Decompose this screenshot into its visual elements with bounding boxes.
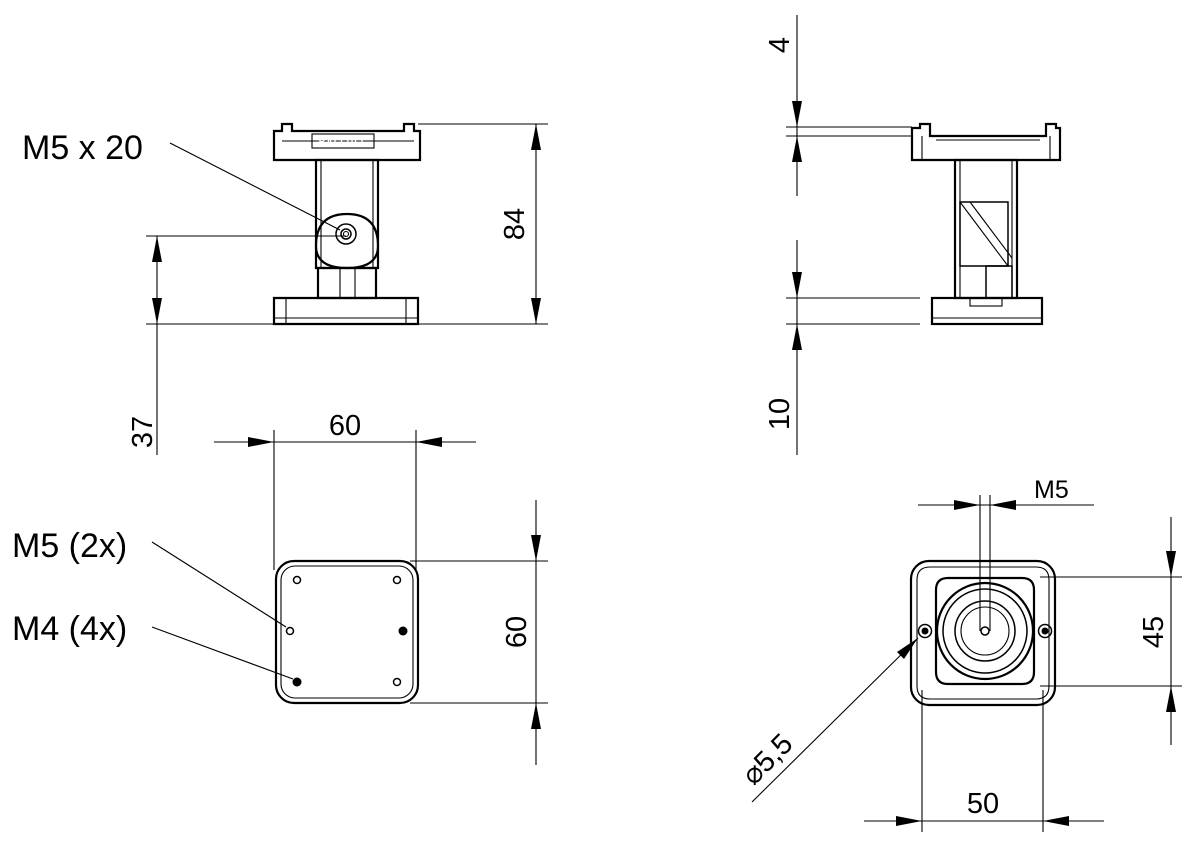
m4-hole — [292, 575, 302, 585]
center-hole — [980, 626, 990, 636]
side-view: 4 10 — [764, 15, 1062, 455]
dim-4-label: 4 — [764, 37, 796, 53]
dim-60-width-label: 60 — [329, 410, 361, 442]
m5-hole — [292, 677, 302, 687]
m4-hole — [392, 575, 402, 585]
dim-10-label: 10 — [764, 398, 796, 430]
dim-84-label: 84 — [499, 208, 531, 240]
m4-hole — [392, 677, 402, 687]
m4-hole — [285, 626, 295, 636]
callout-m4-label: M4 (4x) — [12, 610, 127, 648]
callout-m5-label: M5 (2x) — [12, 527, 127, 565]
dim-hole-label: ⌀5,5 — [736, 728, 799, 791]
mounting-hole-right — [1037, 623, 1053, 639]
dim-45-label: 45 — [1138, 616, 1170, 648]
dim-37-label: 37 — [127, 416, 159, 448]
m5-hole — [398, 626, 408, 636]
front-view: BALLUFF 84 37 M5 x 20 — [22, 122, 548, 455]
brand-logo: BALLUFF — [319, 137, 368, 147]
dim-50-label: 50 — [967, 788, 999, 820]
dim-60-height-label: 60 — [501, 616, 533, 648]
dim-m5-label: M5 — [1034, 476, 1069, 504]
callout-bolt-label: M5 x 20 — [22, 129, 143, 167]
top-view-left: 60 60 M5 (2x) M4 (4x) — [12, 410, 548, 765]
mounting-hole-left — [917, 623, 933, 639]
top-view-right: M5 45 50 ⌀5,5 — [736, 476, 1182, 832]
pivot-screw — [335, 223, 357, 245]
